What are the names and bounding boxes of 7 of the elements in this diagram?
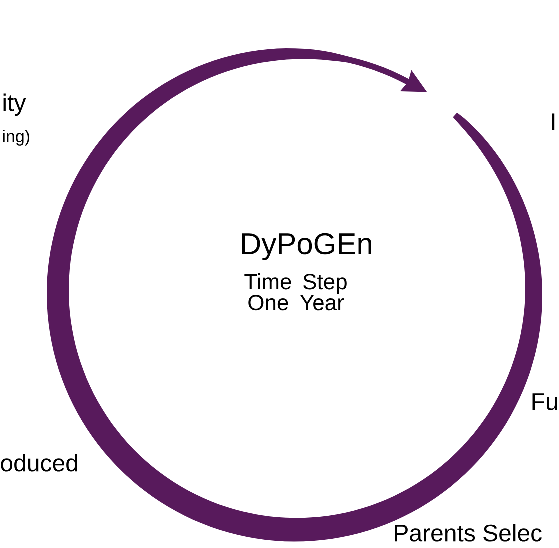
side-label: Fu — [532, 394, 558, 410]
center-text: DyPoGEn Time Step One Year — [242, 233, 372, 311]
side-label: ing) — [3, 130, 30, 146]
side-label: ity — [4, 94, 26, 116]
side-label: oduced — [1, 454, 78, 472]
side-label: I — [552, 114, 555, 130]
side-label: Parents Selec — [395, 524, 542, 542]
